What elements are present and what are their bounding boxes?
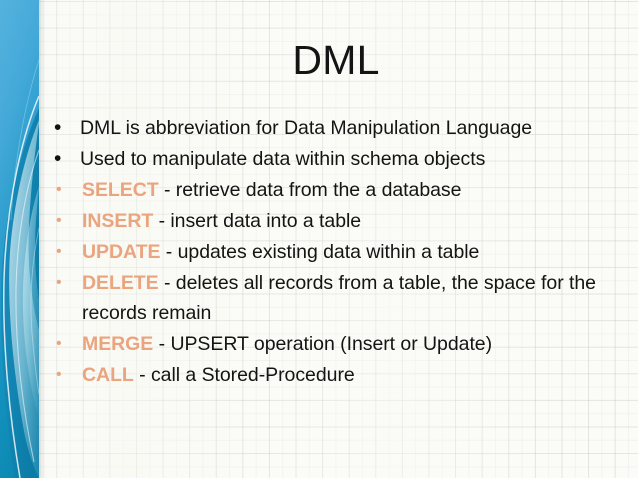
list-item-description: - UPSERT operation (Insert or Update) xyxy=(153,333,493,355)
sql-keyword: MERGE xyxy=(82,333,154,355)
list-item: • UPDATE - updates existing data within … xyxy=(52,237,624,267)
list-item-description: - deletes all records from a table, the … xyxy=(158,272,596,294)
list-item-text: INSERT - insert data into a table xyxy=(82,206,624,236)
list-item-text: SELECT - retrieve data from the a databa… xyxy=(82,175,624,205)
list-item-description: - insert data into a table xyxy=(153,210,362,232)
list-item-text: CALL - call a Stored-Procedure xyxy=(82,360,624,390)
sql-keyword: SELECT xyxy=(82,179,159,201)
list-item: • SELECT - retrieve data from the a data… xyxy=(52,175,624,205)
bullet-marker: • xyxy=(56,274,62,291)
list-item: • CALL - call a Stored-Procedure xyxy=(52,360,624,390)
list-item-text: UPDATE - updates existing data within a … xyxy=(82,237,624,267)
list-item-description: - retrieve data from the a database xyxy=(158,179,462,201)
bullet-marker: • xyxy=(56,335,62,352)
bullet-marker: • xyxy=(56,212,62,229)
sql-keyword: CALL xyxy=(82,364,134,386)
bullet-marker: • xyxy=(56,366,62,383)
bullet-list: • DML is abbreviation for Data Manipulat… xyxy=(52,113,624,391)
bullet-marker: • xyxy=(54,116,62,139)
list-item-text: DML is abbreviation for Data Manipulatio… xyxy=(80,117,533,139)
list-item: • INSERT - insert data into a table xyxy=(52,206,624,236)
list-item-description: - updates existing data within a table xyxy=(160,241,480,263)
list-item-text: DELETE - deletes all records from a tabl… xyxy=(82,268,624,328)
list-item-text: Used to manipulate data within schema ob… xyxy=(80,148,486,170)
page-title: DML xyxy=(292,37,380,83)
bullet-marker: • xyxy=(56,243,62,260)
sql-keyword: INSERT xyxy=(82,210,154,232)
list-item-text: MERGE - UPSERT operation (Insert or Upda… xyxy=(82,329,624,359)
sql-keyword: UPDATE xyxy=(82,241,161,263)
list-item: • Used to manipulate data within schema … xyxy=(52,144,624,174)
bullet-marker: • xyxy=(56,181,62,198)
list-item: • DML is abbreviation for Data Manipulat… xyxy=(52,113,624,143)
list-item: • DELETE - deletes all records from a ta… xyxy=(52,268,624,328)
list-item-description: - call a Stored-Procedure xyxy=(133,364,355,386)
list-item: • MERGE - UPSERT operation (Insert or Up… xyxy=(52,329,624,359)
sql-keyword: DELETE xyxy=(82,272,159,294)
decorative-left-band xyxy=(0,0,39,478)
list-item-wrap-line: records remain xyxy=(82,302,212,324)
bullet-marker: • xyxy=(54,147,62,170)
